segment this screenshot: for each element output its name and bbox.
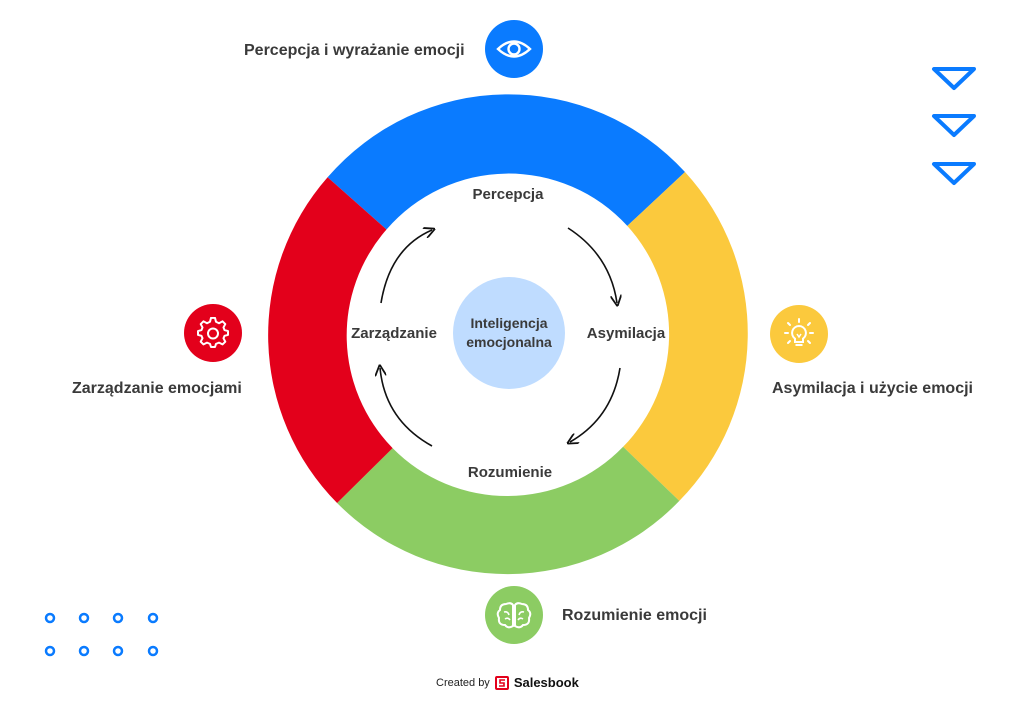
eye-icon: [496, 40, 532, 58]
inner-label-top: Percepcja: [472, 186, 544, 203]
decorative-dots: [44, 612, 159, 657]
inner-label-right: Asymilacja: [586, 325, 666, 342]
eye-icon-badge: [485, 20, 543, 78]
salesbook-logo-icon: [494, 675, 509, 690]
arrow-perception-to-assimilation: [567, 227, 617, 303]
outer-label-bottom: Rozumienie emocji: [562, 607, 707, 624]
center-line-1: Inteligencja: [470, 315, 548, 331]
credit-prefix: Created by: [436, 676, 490, 689]
gear-icon-badge: [184, 304, 242, 362]
center-line-2: emocjonalna: [466, 334, 552, 350]
outer-label-right: Asymilacja i użycie emocji: [772, 380, 973, 397]
brain-icon-badge: [485, 586, 543, 644]
ring-segment-management: [268, 177, 393, 504]
arrow-assimilation-to-understanding: [570, 367, 621, 442]
gear-icon: [197, 317, 229, 348]
arrow-understanding-to-management: [380, 368, 433, 447]
outer-label-top: Percepcja i wyrażanie emocji: [244, 42, 465, 59]
ring-segment-perception: [327, 94, 685, 230]
lightbulb-icon: [784, 318, 814, 346]
lightbulb-icon-badge: [770, 305, 828, 363]
decorative-triangles: [932, 67, 976, 185]
credit: Created by Salesbook: [436, 675, 579, 690]
ring-segment-understanding: [337, 446, 680, 575]
outer-label-left: Zarządzanie emocjami: [72, 380, 242, 397]
inner-label-left: Zarządzanie: [351, 325, 437, 342]
center-bubble: Inteligencja emocjonalna: [453, 277, 565, 389]
brain-icon: [496, 602, 532, 629]
credit-brand: Salesbook: [513, 675, 579, 690]
arrow-management-to-perception: [380, 230, 432, 304]
inner-label-bottom: Rozumienie: [467, 464, 553, 481]
ring-segment-assimilation: [623, 172, 748, 501]
